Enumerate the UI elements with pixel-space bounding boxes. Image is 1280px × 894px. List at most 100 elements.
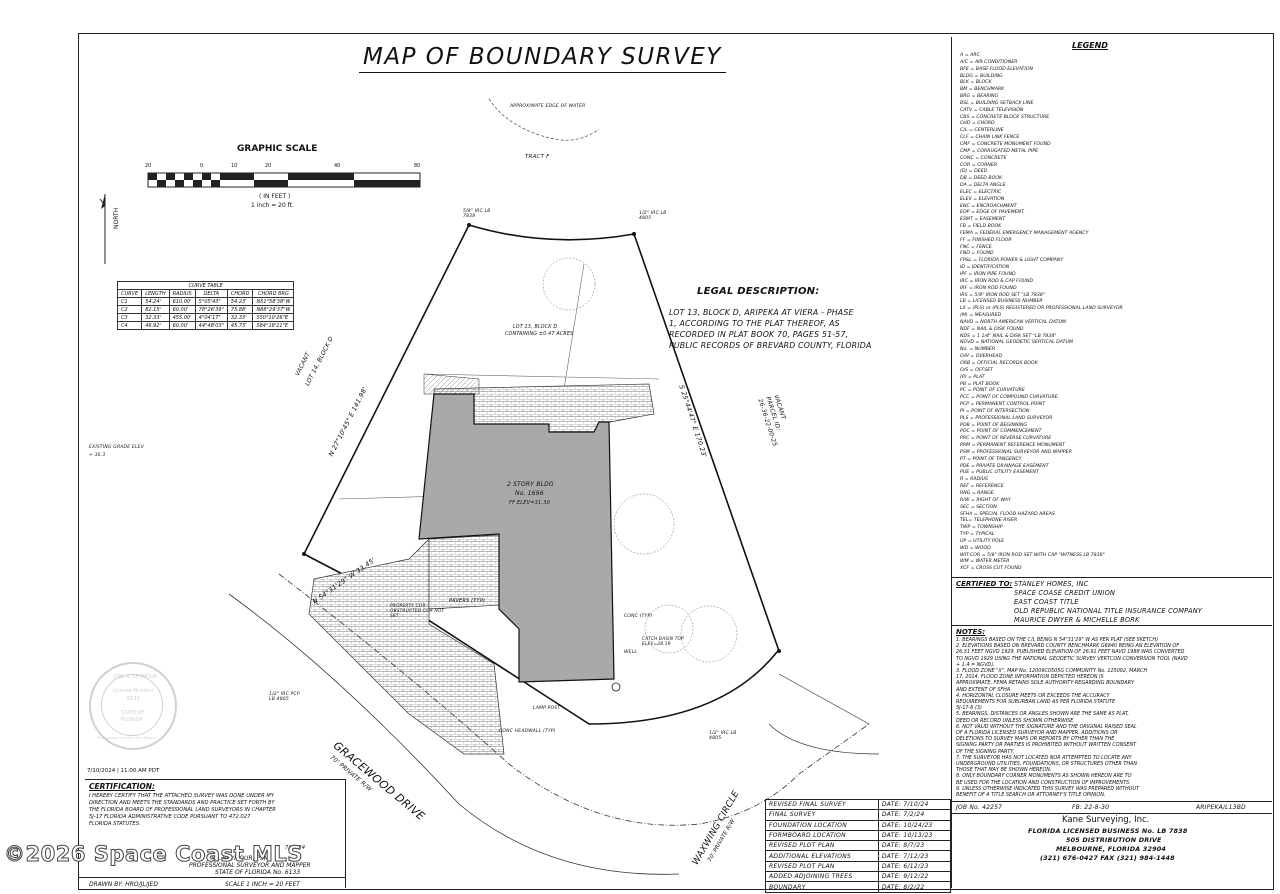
legend-item: NAVD = NORTH AMERICAN VERTICAL DATUM: [960, 319, 1066, 325]
legend-item: ENC = ENCROACHMENT: [960, 203, 1017, 209]
note-line: THOSE THAT MAY BE SHOWN HEREON.: [956, 767, 1052, 774]
table-cell: C3: [116, 313, 143, 322]
surveyor-seal: JOEL A. SEYMOUR License Number 6133 STAT…: [89, 662, 177, 750]
legend-item: NDS = 1 1/4" NAIL & DISK SET "LB 7838": [960, 333, 1057, 339]
table-cell: N51°58'38"W: [252, 297, 295, 306]
note-line: + 1.4 = NGVD).: [956, 661, 995, 668]
legend-item: WD = WOOD: [960, 545, 991, 551]
certified-name: OLD REPUBLIC NATIONAL TITLE INSURANCE CO…: [1014, 607, 1203, 615]
note-line: 6. NOT VALID WITHOUT THE SIGNATURE AND T…: [956, 723, 1137, 730]
certified-to-heading: CERTIFIED TO:: [956, 580, 1013, 588]
north-label: NORTH: [113, 207, 120, 229]
certification-heading: CERTIFICATION:: [89, 782, 156, 791]
note-line: 1. BEARINGS BASED ON THE C/L BEING N 54°…: [956, 637, 1158, 643]
curve-table-title: CURVE TABLE: [116, 281, 295, 290]
scale-ratio: 1 inch = 20 ft.: [251, 202, 294, 209]
legend-item: LB = LICENSED BUSINESS NUMBER: [960, 299, 1043, 305]
note-line: SIGNING PARTY OR PARTIES IS PROHIBITED W…: [956, 742, 1137, 749]
legend-item: RNG = RANGE: [960, 491, 994, 496]
legend-item: DB = DEED BOOK: [960, 176, 1003, 182]
certified-name: MAURICE DWYER & MICHELLE BORK: [1014, 616, 1140, 624]
table-cell: C2: [116, 305, 143, 314]
lot-boundary: [302, 224, 780, 725]
curve-table: CURVE TABLE CURVE LENGTH RADIUS DELTA CH…: [116, 281, 295, 330]
field-book: FB: 22-8-30: [1072, 804, 1110, 811]
revision-date: DATE: 7/10/24: [877, 798, 952, 811]
note-line: 8. ONLY BOUNDARY CORNER MONUMENTS AS SHO…: [956, 773, 1132, 780]
building-number: No. 1696: [515, 490, 544, 497]
table-cell: N88°29'37"W: [252, 305, 295, 314]
paver-driveway: [308, 538, 505, 755]
legend-item: BRG = BEARING: [960, 94, 999, 100]
revision-desc: REVISED FINAL SURVEY: [765, 798, 879, 811]
legal-line: RECORDED IN PLAT BOOK 70, PAGES 51-57,: [669, 330, 849, 339]
legend-item: NGVD = NATIONAL GEODETIC VERTICAL DATUM: [960, 340, 1073, 346]
pavers-label: PAVERS (TYP): [449, 598, 486, 604]
legend-item: PCP = PERMANENT CONTROL POINT: [960, 402, 1046, 408]
note-line: 7. THE SURVEYOR HAS NOT LOCATED NOR ATTE…: [956, 754, 1132, 761]
table-cell: 32.33': [226, 313, 254, 322]
existing-grade-label: EXISTING GRADE ELEV: [89, 445, 144, 450]
legal-description-heading: LEGAL DESCRIPTION:: [697, 286, 820, 297]
legend-item: CMF = CONCRETE MONUMENT FOUND: [960, 141, 1051, 147]
revision-desc: FOUNDATION LOCATION: [765, 819, 879, 831]
legend-title: LEGEND: [1072, 41, 1108, 50]
seal-state: STATE OF: [121, 710, 145, 716]
legend-item: EOP = EDGE OF PAVEMENT: [960, 210, 1025, 216]
certification-line: DIRECTION AND MEETS THE STANDARDS AND PR…: [89, 800, 275, 806]
revision-desc: ADDED ADJOINING TREES: [765, 871, 879, 883]
curve-col-header: RADIUS: [168, 289, 196, 298]
table-cell: 44°48'03": [194, 321, 228, 330]
scale-units: ( IN FEET ): [259, 193, 291, 200]
company-block: JOB No. 42257 FB: 22-8-30 ARIPEKA/L13BD …: [951, 801, 1272, 888]
legend-item: POB = POINT OF BEGINNING: [960, 422, 1028, 428]
lot-label: LOT 13, BLOCK D: [513, 325, 558, 330]
legend-item: XCF = CROSS CUT FOUND: [960, 566, 1022, 572]
revision-date: DATE: 7/12/23: [877, 850, 952, 862]
note-line: AND EXTENT OF SFHA: [956, 686, 1011, 693]
page-title: MAP OF BOUNDARY SURVEY: [359, 44, 726, 73]
seal-license: License Number: [113, 688, 154, 694]
scale-tick: 20: [265, 163, 272, 169]
table-cell: 60.00': [168, 321, 196, 330]
legend-item: PUE = PUBLIC UTILITY EASEMENT: [960, 470, 1039, 476]
legend-item: CBS = CONCRETE BLOCK STRUCTURE: [960, 114, 1050, 120]
notes-list: 1. BEARINGS BASED ON THE C/L BEING N 54°…: [956, 637, 1188, 798]
legend-item: IRF = IRON ROD FOUND: [960, 285, 1017, 291]
legal-line: LOT 13, BLOCK D, ARIPEKA AT VIERA - PHAS…: [669, 308, 854, 317]
building-label: 2 STORY BLDG: [507, 481, 554, 488]
curve-col-header: LENGTH: [141, 289, 170, 298]
certification-box: CERTIFICATION: I HEREBY CERTIFY THAT THE…: [79, 779, 346, 888]
curve-col-header: DELTA: [194, 289, 228, 298]
legend-item: CATV = CABLE TELEVISION: [960, 107, 1024, 113]
legend-item: PSM = PROFESSIONAL SURVEYOR AND MAPPER: [960, 449, 1072, 455]
water-edge-label: APPROXIMATE EDGE OF WATER: [510, 104, 586, 109]
legend-item: O/H = OVERHEAD: [960, 354, 1003, 360]
graphic-scale-bar: [147, 172, 421, 188]
table-cell: 45.73': [226, 321, 254, 330]
note-line: REQUIREMENTS FOR SUBURBAN LAND AS PER FL…: [956, 699, 1116, 706]
surveyor-license: STATE OF FLORIDA No. 6133: [215, 869, 301, 876]
notes-heading: NOTES:: [956, 628, 986, 636]
revision-date: DATE: 8/2/22: [877, 881, 952, 893]
legend-item: FEMA = FEDERAL EMERGENCY MANAGEMENT AGEN…: [960, 230, 1089, 236]
mls-watermark: ©2026 Space Coast MLS: [4, 842, 303, 867]
legend-item: UP = UTILITY POLE: [960, 538, 1005, 544]
legend-item: PLS = PROFESSIONAL LAND SURVEYOR: [960, 415, 1053, 421]
signature-date: 7/10/24: [285, 845, 305, 851]
revision-date: DATE: 10/24/23: [877, 819, 952, 831]
legal-line: 1, ACCORDING TO THE PLAT THEREOF, AS: [669, 319, 840, 328]
company-name: Kane Surveying, Inc.: [1062, 815, 1150, 825]
well-label: WELL: [624, 650, 638, 655]
scale-note: SCALE 1 INCH = 20 FEET: [225, 881, 300, 888]
seal-profession: Professional Surveyor and Mapper: [97, 736, 157, 740]
company-line: MELBOURNE, FLORIDA 32904: [1056, 845, 1167, 853]
scale-tick: 0: [200, 163, 204, 169]
legend-item: A = ARC: [960, 53, 980, 58]
